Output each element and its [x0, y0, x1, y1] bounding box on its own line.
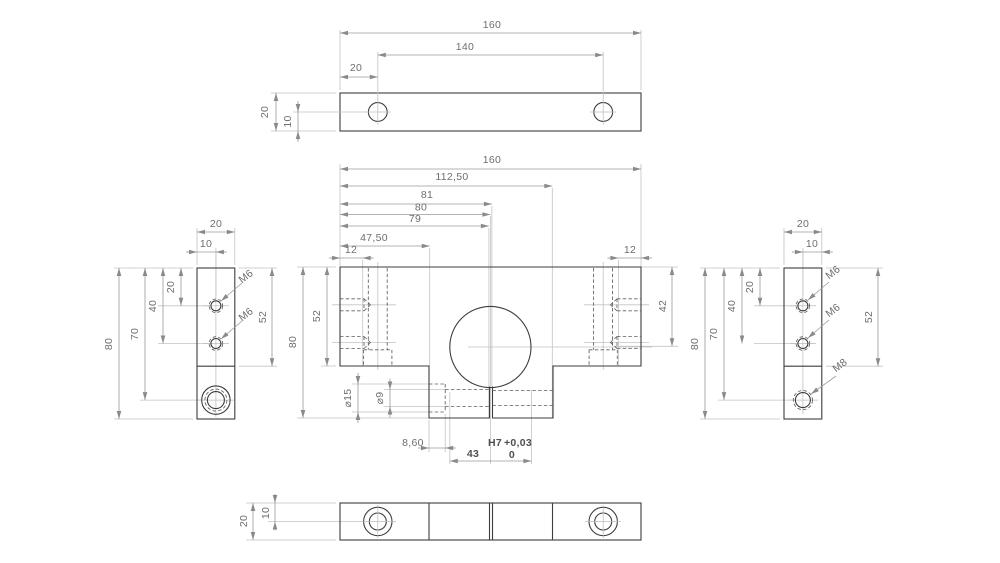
right-side-view: 20 10 20 40 70 80 52 M6 M6 M8: [689, 218, 883, 420]
dim-bottom-10: 10: [260, 507, 272, 519]
thread-label-m8-right: M8: [830, 356, 849, 375]
dim-front-tol-lower: 0: [509, 449, 515, 461]
dim-front-42: 42: [657, 300, 669, 312]
dim-front-52: 52: [311, 310, 323, 322]
dim-front-cbore-dia: ⌀15: [342, 389, 354, 408]
dim-front-112: 112,50: [435, 171, 468, 183]
dim-right-70: 70: [708, 328, 720, 340]
dim-front-height: 80: [287, 336, 299, 348]
dim-top-160: 160: [483, 19, 501, 31]
bottom-view: 20 10: [238, 494, 642, 541]
left-side-view: 20 10 20 40 70 80 52 M6 M6: [103, 218, 277, 420]
thread-label-m6-mid-left: M6: [236, 305, 255, 324]
dim-left-20: 20: [165, 281, 177, 293]
dim-front-12-right: 12: [624, 244, 636, 256]
dim-front-160: 160: [483, 154, 501, 166]
dim-left-height: 80: [103, 338, 115, 350]
thread-label-m6-top-left: M6: [236, 267, 255, 286]
top-view: 160 140 20 20 10: [259, 19, 642, 142]
dim-front-12-left: 12: [345, 244, 357, 256]
dim-left-width: 20: [210, 218, 222, 230]
dim-right-width: 20: [797, 218, 809, 230]
dim-left-52: 52: [257, 311, 269, 323]
dim-front-tol-upper: +0,03: [504, 437, 532, 449]
dim-right-52: 52: [863, 311, 875, 323]
dim-right-40: 40: [726, 300, 738, 312]
dim-left-40: 40: [147, 300, 159, 312]
dim-top-20: 20: [350, 62, 362, 74]
dim-right-height: 80: [689, 338, 701, 350]
dim-top-10: 10: [282, 115, 294, 127]
dim-top-140: 140: [456, 41, 474, 53]
dim-front-79: 79: [409, 213, 421, 225]
dim-front-80: 80: [415, 202, 427, 214]
dim-bottom-thickness: 20: [238, 515, 250, 527]
dim-left-10: 10: [200, 238, 212, 250]
thread-label-m6-mid-right: M6: [823, 301, 842, 320]
dim-left-70: 70: [129, 328, 141, 340]
dim-right-20: 20: [744, 281, 756, 293]
dim-front-bore: 43: [467, 448, 479, 460]
dim-top-thickness: 20: [259, 106, 271, 118]
dim-right-10: 10: [806, 238, 818, 250]
thread-label-m6-top-right: M6: [823, 263, 842, 282]
front-view: 160 112,50 81 80 79 47,50 12 12 80 52 42…: [287, 154, 678, 464]
dim-front-thru-dia: ⌀9: [374, 392, 386, 405]
dim-front-cbore-depth: 8,60: [402, 437, 424, 449]
dim-front-47: 47,50: [360, 232, 388, 244]
dim-front-fit: H7: [488, 437, 502, 449]
dim-front-81: 81: [421, 189, 433, 201]
